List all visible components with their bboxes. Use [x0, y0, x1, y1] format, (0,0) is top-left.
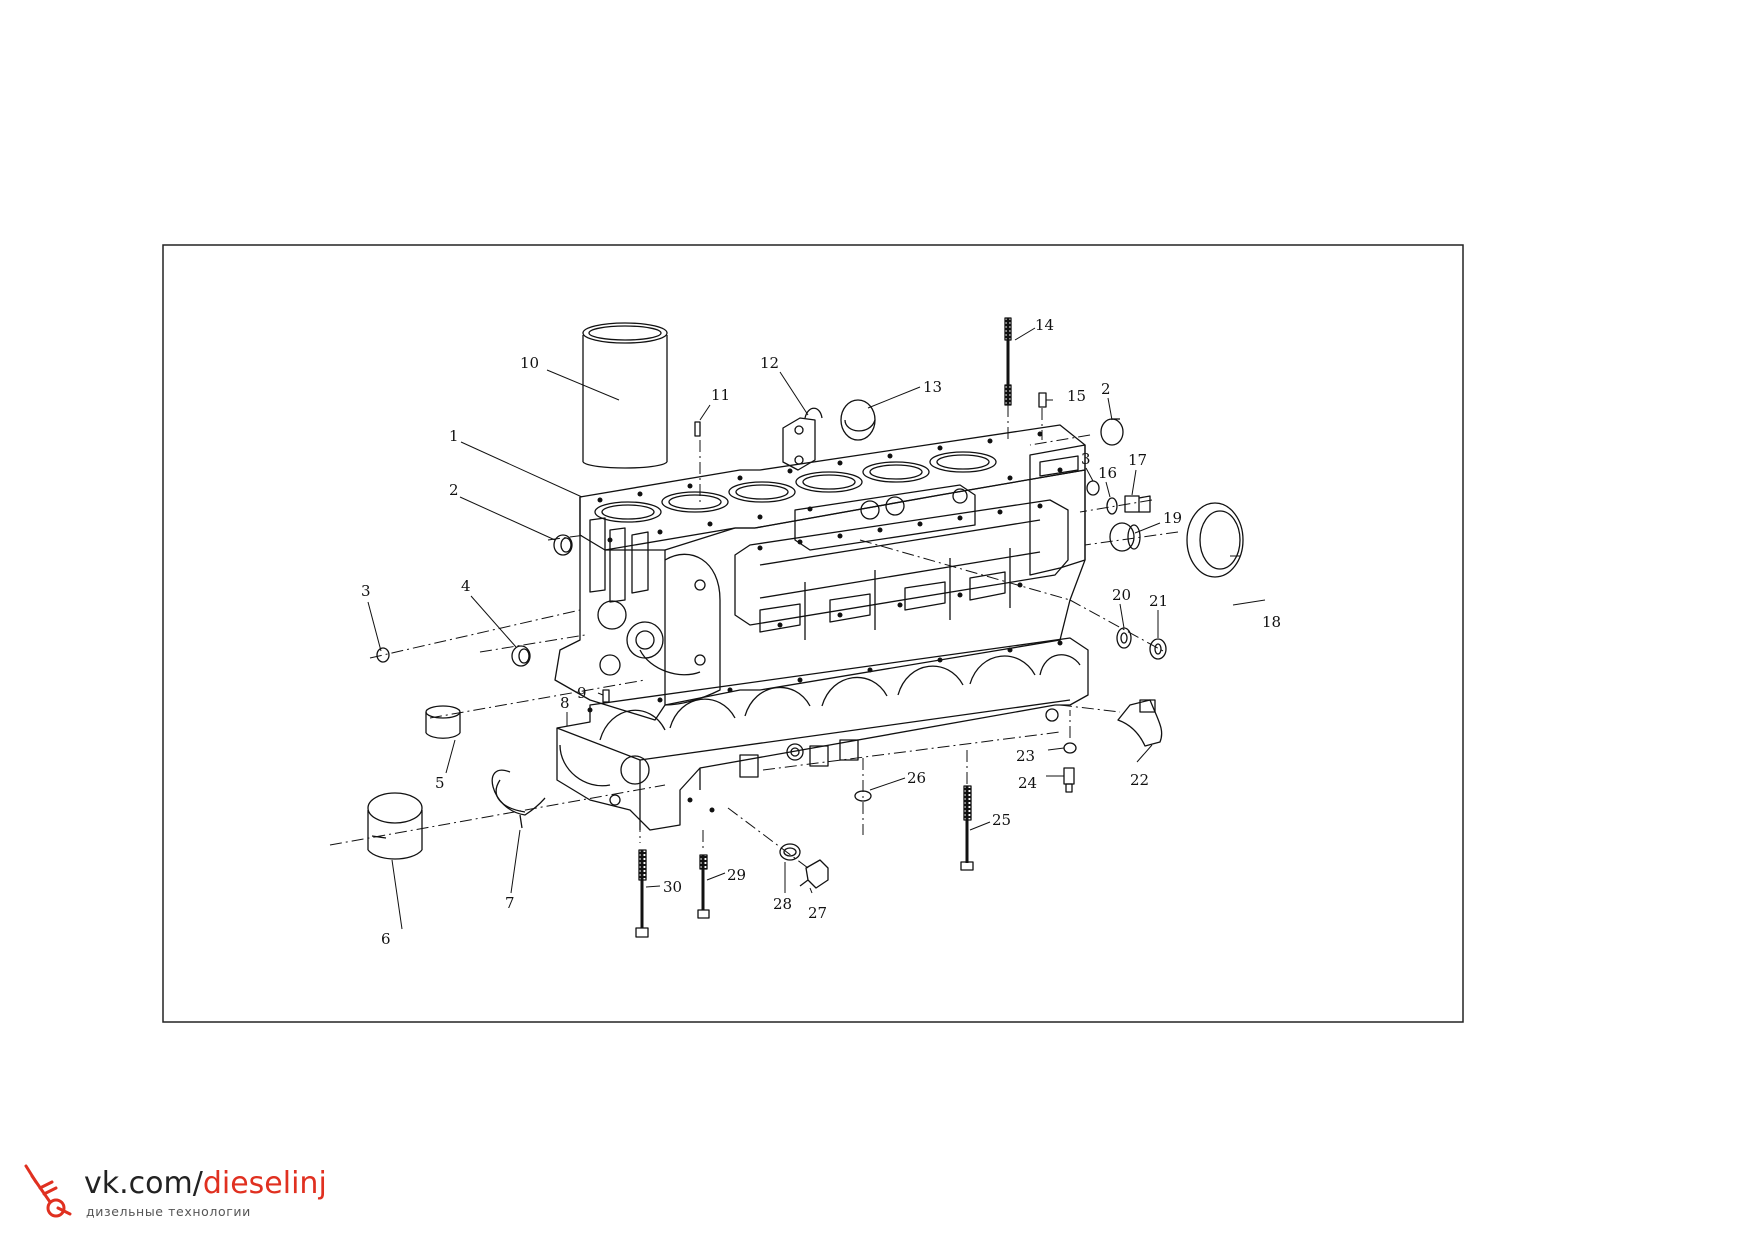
thrust-washer-7: [491, 769, 546, 829]
callout-30: 30: [663, 878, 682, 896]
callout-6: 6: [381, 930, 391, 948]
watermark-url: vk.com/dieselinj: [84, 1166, 327, 1201]
callout-8: 8: [560, 694, 570, 712]
dowel-pin-11: [694, 421, 701, 437]
callout-20: 20: [1112, 586, 1131, 604]
callout-1: 1: [449, 427, 459, 445]
plug-2-front: [553, 534, 573, 556]
stud-14: [1004, 317, 1012, 406]
main-bolt-25: [960, 785, 974, 871]
callout-2-rear: 2: [1101, 380, 1111, 398]
core-plug-13: [840, 399, 876, 441]
callout-21: 21: [1149, 592, 1168, 610]
watermark: vk.com/dieselinj дизельные технологии: [18, 1162, 327, 1222]
callout-5: 5: [435, 774, 445, 792]
water-outlet: [782, 407, 823, 471]
bolt-29: [697, 854, 710, 919]
cylinder-block: [554, 424, 1086, 721]
callout-2-front: 2: [449, 481, 459, 499]
callout-10: 10: [520, 354, 539, 372]
callout-29: 29: [727, 866, 746, 884]
callout-28: 28: [773, 895, 792, 913]
callout-4: 4: [461, 577, 471, 595]
dowel-15: [1038, 392, 1047, 408]
watermark-prefix: vk.com/: [84, 1166, 203, 1201]
callout-15: 15: [1067, 387, 1086, 405]
injector-logo-icon: [24, 1164, 72, 1218]
washer-16: [1106, 497, 1118, 515]
callout-23: 23: [1016, 747, 1035, 765]
callout-14: 14: [1035, 316, 1054, 334]
callout-3-front: 3: [361, 582, 371, 600]
camshaft-bushing-5: [425, 705, 461, 739]
bushing-4: [511, 645, 531, 667]
bearing-cap-frame: [556, 637, 1089, 831]
callout-26: 26: [907, 769, 926, 787]
washer-23: [1063, 742, 1077, 754]
washer-20: [1116, 627, 1132, 649]
watermark-brand: dieselinj: [202, 1166, 327, 1201]
callout-25: 25: [992, 811, 1011, 829]
watermark-subtitle: дизельные технологии: [86, 1204, 251, 1219]
dowel-9: [602, 689, 610, 703]
rear-oil-seal: [1186, 502, 1244, 578]
callout-17: 17: [1128, 451, 1147, 469]
washer-21: [1149, 638, 1167, 660]
plug-3-front: [376, 647, 390, 663]
callout-11: 11: [711, 386, 730, 404]
diagram-frame: [162, 244, 1464, 1023]
leader-lines: [367, 327, 1266, 930]
plug-2-rear: [1100, 418, 1124, 446]
callout-16: 16: [1098, 464, 1117, 482]
bolt-24: [1063, 767, 1075, 793]
callout-27: 27: [808, 904, 827, 922]
cylinder-liner: [582, 322, 668, 469]
callout-9: 9: [577, 684, 587, 702]
plug-19: [1109, 522, 1141, 552]
callout-13: 13: [923, 378, 942, 396]
callout-7: 7: [505, 894, 515, 912]
oil-pipe-elbow: [1117, 699, 1163, 747]
main-bearing-6: [367, 792, 423, 860]
alignment-lines: [329, 405, 1179, 869]
drain-plug-27: [799, 859, 829, 889]
callout-22: 22: [1130, 771, 1149, 789]
callout-18: 18: [1262, 613, 1281, 631]
plug-3-rear: [1086, 480, 1100, 496]
callout-labels: 1 2 2 3 3 4 5 6 7 8 9 10 11 12 13 14 15 …: [361, 316, 1281, 948]
callout-3-rear: 3: [1081, 450, 1091, 468]
callout-24: 24: [1018, 774, 1037, 792]
bolt-30: [635, 849, 649, 938]
callout-12: 12: [760, 354, 779, 372]
callout-19: 19: [1163, 509, 1182, 527]
washer-28: [779, 843, 801, 861]
